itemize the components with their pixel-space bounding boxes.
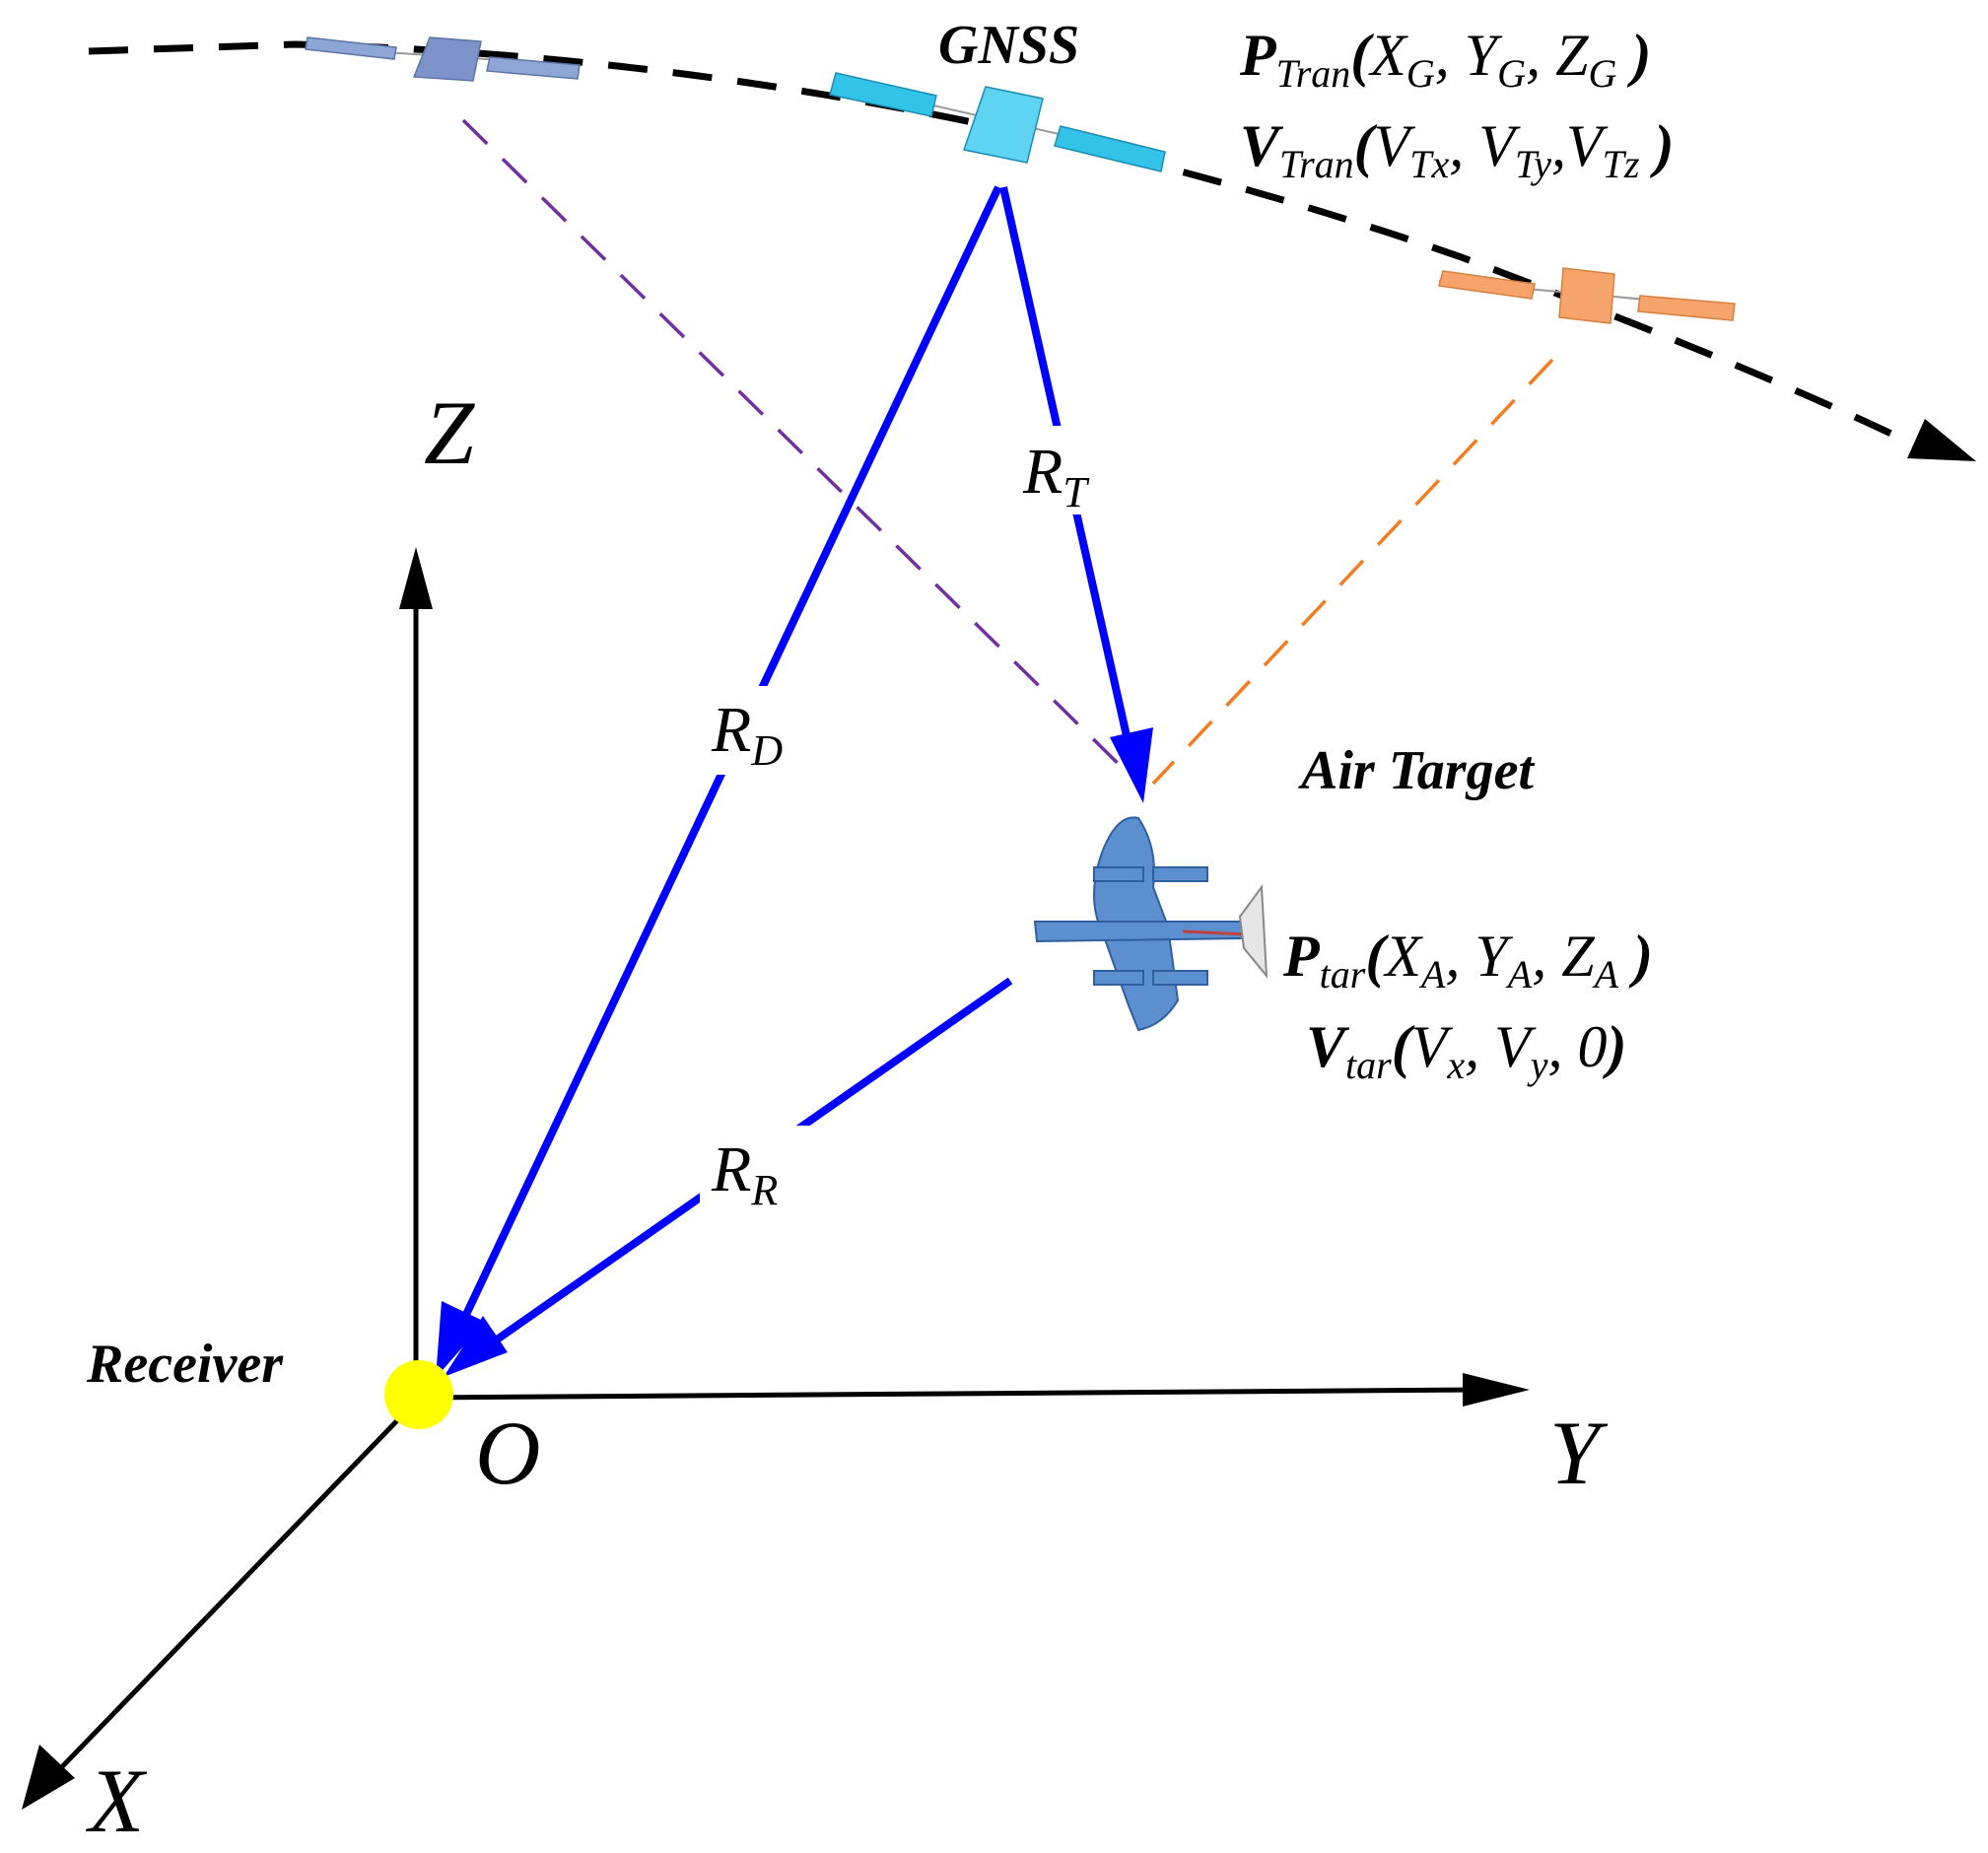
satellite-left-panel-1 [305, 36, 397, 60]
axis-label-y: Y [1549, 1403, 1609, 1503]
target-position: Ptar(XA, YA, ZA ) [1282, 924, 1653, 996]
air-target-label: Air Target [1298, 740, 1535, 801]
transmit-path-arrowhead [1110, 727, 1153, 803]
axis-label-z: Z [424, 382, 475, 483]
transmitter-position: PTran(XG, YG, ZG ) [1239, 23, 1651, 96]
satellite-right [1438, 267, 1736, 324]
range-label-rr: RR [711, 1133, 778, 1214]
receiver-dot [384, 1360, 453, 1429]
satellite-right-panel-2 [1637, 295, 1736, 321]
receiver-label: Receiver [86, 1334, 284, 1395]
transmitter-velocity: VTran(VTx, VTy,VTz ) [1240, 113, 1674, 186]
satellite-right-body [1558, 267, 1615, 324]
direct-path-arrowhead [436, 1301, 485, 1378]
orbit-trajectory [88, 40, 1934, 457]
gnss-label: GNSS [938, 15, 1079, 76]
origin-label: O [475, 1403, 540, 1503]
axis-label-x: X [85, 1750, 148, 1851]
satellite-gnss-panel-2 [1054, 125, 1166, 172]
reflect-path-arrowhead [444, 1316, 508, 1377]
satellite-gnss [829, 72, 1166, 172]
satellite-left-body [412, 36, 482, 82]
range-label-rt: RT [1022, 436, 1090, 516]
orbit-arrowhead [1907, 419, 1976, 461]
range-label-rd: RD [711, 694, 783, 775]
x-axis [45, 1409, 408, 1784]
satellite-left-panel-2 [486, 56, 581, 80]
y-axis [421, 1387, 1479, 1401]
x-axis-arrowhead [22, 1745, 75, 1810]
aircraft-icon [1033, 816, 1268, 1032]
axes [22, 547, 1530, 1810]
satellite-left [305, 36, 581, 82]
purple-dashed-line [461, 118, 1135, 781]
satellite-gnss-body [963, 86, 1044, 164]
satellite-gnss-panel-1 [829, 72, 937, 117]
z-axis-arrowhead [399, 547, 433, 609]
target-velocity: Vtar(Vx, Vy, 0) [1306, 1014, 1627, 1087]
y-axis-arrowhead [1463, 1373, 1530, 1407]
orange-dashed-line [1151, 358, 1554, 786]
satellite-right-panel-1 [1438, 270, 1536, 300]
